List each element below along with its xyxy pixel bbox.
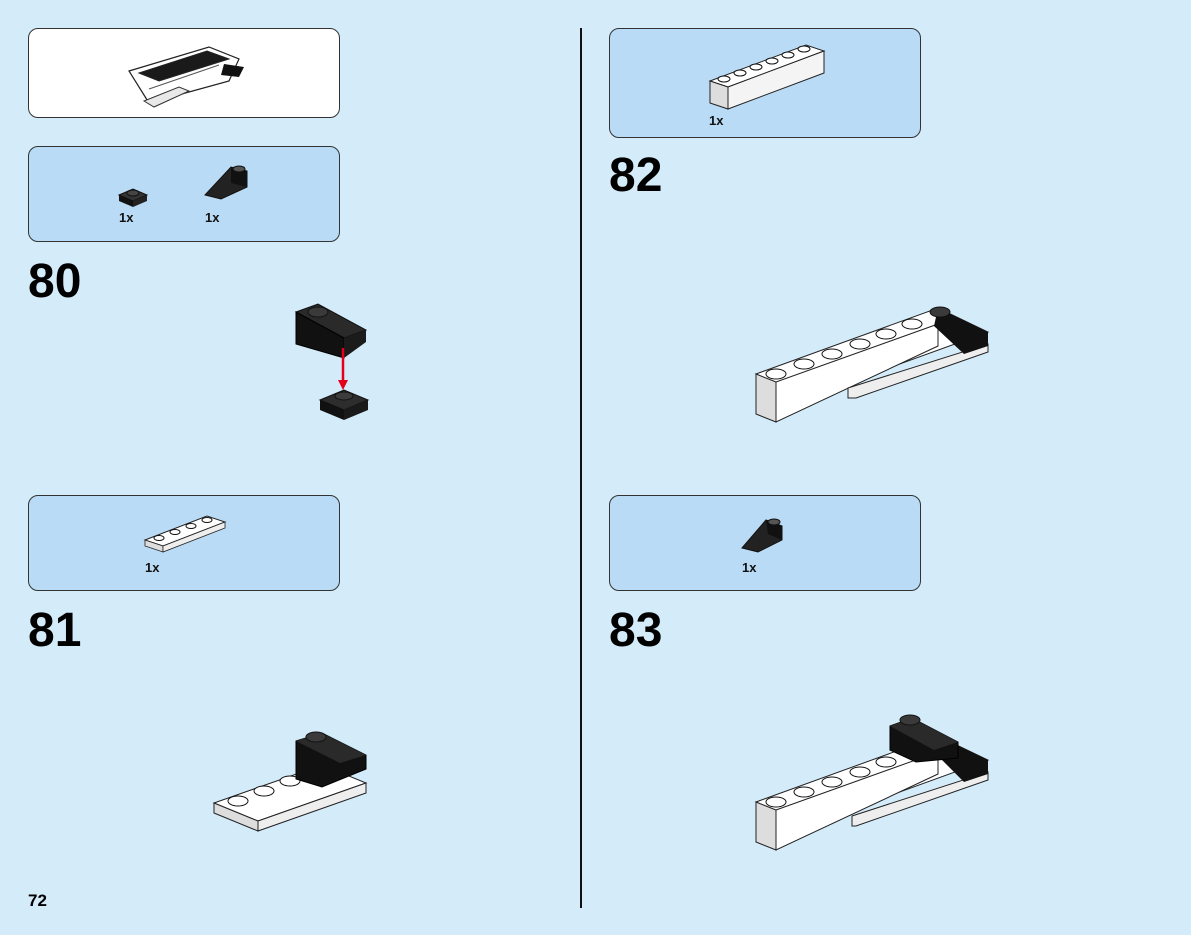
step-81-part-1-qty: 1x bbox=[145, 560, 160, 575]
subassembly-image bbox=[128, 46, 244, 108]
step-83-part-1-qty: 1x bbox=[742, 560, 757, 575]
step-number-82: 82 bbox=[609, 149, 663, 202]
step-80-part-1-qty: 1x bbox=[119, 210, 134, 225]
parts-list-step-80: 1x 1x bbox=[28, 146, 340, 242]
step-number-81: 81 bbox=[28, 604, 82, 657]
step-number-80: 80 bbox=[28, 255, 82, 308]
step-80-part-2-qty: 1x bbox=[205, 210, 220, 225]
slope-1x2-black-icon bbox=[741, 518, 783, 553]
plate-1x1-black-icon bbox=[117, 188, 149, 207]
step-82-illustration bbox=[754, 306, 990, 423]
step-81-illustration bbox=[212, 731, 368, 832]
plate-1x4-white-icon bbox=[143, 515, 227, 553]
parts-list-step-81: 1x bbox=[28, 495, 340, 591]
subassembly-callout bbox=[28, 28, 340, 118]
page-divider bbox=[580, 28, 582, 908]
step-82-part-1-qty: 1x bbox=[709, 113, 724, 128]
step-80-illustration bbox=[294, 303, 370, 420]
brick-1x6-white-icon bbox=[708, 44, 826, 110]
page-number: 72 bbox=[28, 891, 47, 910]
slope-1x2-black-icon bbox=[204, 165, 248, 200]
step-83-illustration bbox=[754, 714, 990, 851]
parts-list-step-83: 1x bbox=[609, 495, 921, 591]
step-number-83: 83 bbox=[609, 604, 663, 657]
parts-list-step-82: 1x bbox=[609, 28, 921, 138]
